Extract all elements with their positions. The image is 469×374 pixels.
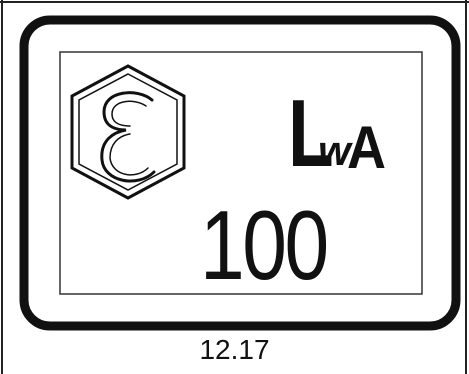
sound-power-symbol: L w A (288, 80, 386, 187)
sound-power-value: 100 (200, 190, 329, 300)
symbol-l: L (288, 80, 334, 187)
sign-outer-frame (19, 15, 461, 331)
epsilon-hexagon-icon (70, 64, 186, 200)
sign-inner-frame (59, 51, 423, 295)
symbol-subscript-w: w (318, 127, 351, 174)
symbol-subscript-a: A (347, 114, 387, 181)
figure-caption: 12.17 (199, 334, 270, 365)
